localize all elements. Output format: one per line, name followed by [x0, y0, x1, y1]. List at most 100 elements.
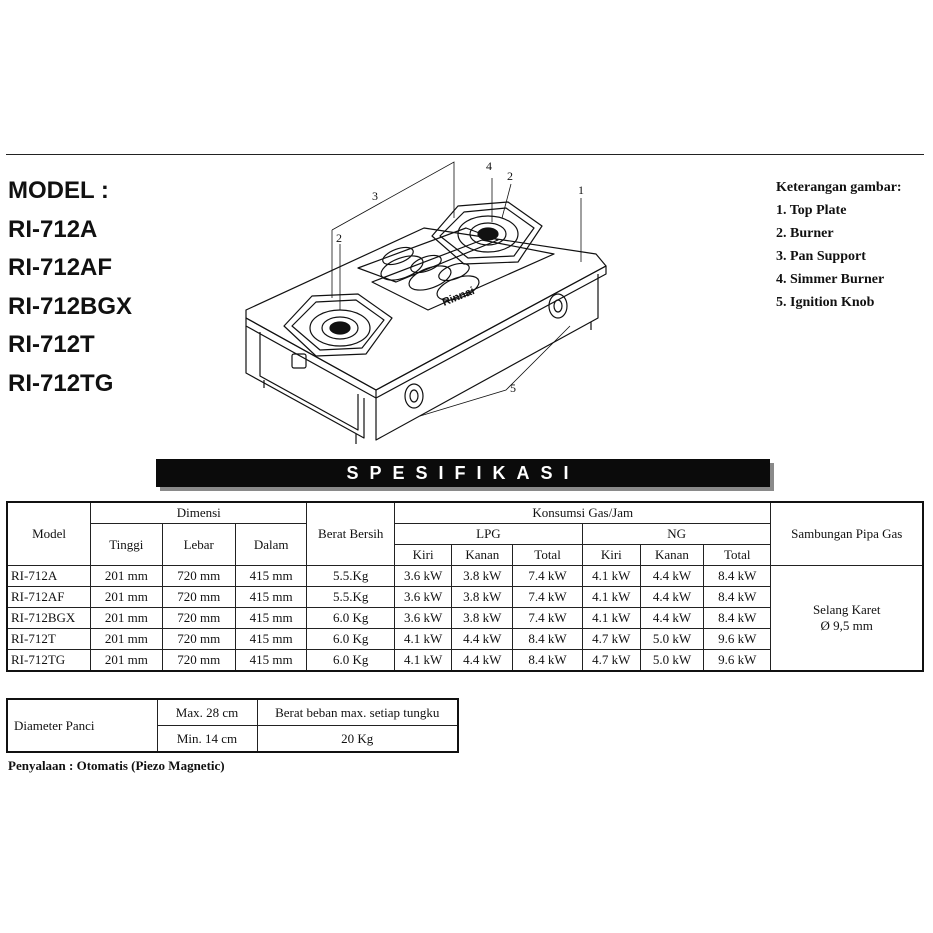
legend-item: 5. Ignition Knob: [776, 295, 875, 310]
legend-item: 4. Simmer Burner: [776, 272, 885, 287]
table-cell: 4.4 kW: [451, 628, 514, 650]
load-value: 20 Kg: [256, 725, 459, 753]
table-cell: 415 mm: [234, 649, 308, 672]
table-cell: 5.5.Kg: [306, 565, 396, 587]
table-row: RI-712AF 201 mm 720 mm 415 mm 5.5.Kg 3.6…: [6, 586, 923, 608]
table-cell: 9.6 kW: [703, 628, 772, 650]
ignition-note: Penyalaan : Otomatis (Piezo Magnetic): [8, 758, 225, 773]
header-sambungan: Sambungan Pipa Gas: [770, 501, 924, 566]
table-cell: 8.4 kW: [703, 565, 772, 587]
header-tinggi: Tinggi: [90, 523, 163, 566]
table-cell: RI-712TG: [6, 649, 92, 672]
table-cell: 5.0 kW: [639, 628, 705, 650]
table-cell: 9.6 kW: [703, 649, 772, 672]
legend-item: 2. Burner: [776, 226, 834, 241]
model-name: RI-712TG: [8, 369, 114, 397]
pan-min: Min. 14 cm: [156, 725, 258, 753]
model-name: RI-712BGX: [8, 292, 133, 320]
table-cell: 201 mm: [90, 628, 163, 650]
header-model: Model: [6, 501, 92, 566]
table-cell: 4.7 kW: [581, 628, 641, 650]
spec-title-banner: SPESIFIKASI: [156, 459, 770, 487]
table-cell: RI-712T: [6, 628, 92, 650]
table-cell: 720 mm: [161, 586, 236, 608]
callout-label: 2: [507, 169, 513, 183]
table-cell: 415 mm: [234, 628, 308, 650]
table-cell: 3.6 kW: [394, 607, 453, 629]
sambungan-line1: Selang Karet: [812, 602, 881, 617]
table-cell: 4.4 kW: [639, 607, 705, 629]
table-cell: 4.4 kW: [639, 586, 705, 608]
sambungan-cell: Selang Karet Ø 9,5 mm: [770, 565, 924, 672]
callout-label: 3: [372, 189, 378, 203]
model-list: MODEL : RI-712A RI-712AF RI-712BGX RI-71…: [8, 172, 132, 403]
table-cell: RI-712A: [6, 565, 92, 587]
header-lpg-kiri: Kiri: [394, 544, 453, 566]
pan-table: Diameter Panci Max. 28 cm Berat beban ma…: [6, 698, 459, 753]
sambungan-line2: Ø 9,5 mm: [820, 618, 873, 633]
table-cell: 8.4 kW: [512, 649, 583, 672]
header-dimensi: Dimensi: [90, 501, 308, 524]
model-name: RI-712A: [8, 215, 98, 243]
model-heading: MODEL :: [8, 177, 109, 204]
pan-diameter-label: Diameter Panci: [6, 698, 158, 753]
table-cell: RI-712BGX: [6, 607, 92, 629]
table-cell: 5.5.Kg: [306, 586, 396, 608]
legend-item: 1. Top Plate: [776, 203, 847, 218]
header-ng-kanan: Kanan: [639, 544, 705, 566]
table-cell: 415 mm: [234, 607, 308, 629]
header-ng-kiri: Kiri: [581, 544, 641, 566]
stove-diagram: Rinnai 3 2 4 2 1 5: [245, 159, 607, 444]
table-cell: 720 mm: [161, 607, 236, 629]
table-cell: 201 mm: [90, 565, 163, 587]
table-cell: 8.4 kW: [512, 628, 583, 650]
callout-label: 1: [578, 183, 584, 197]
table-cell: 7.4 kW: [512, 607, 583, 629]
table-row: RI-712TG 201 mm 720 mm 415 mm 6.0 Kg 4.1…: [6, 649, 923, 672]
table-cell: 4.1 kW: [581, 565, 641, 587]
header-lebar: Lebar: [161, 523, 236, 566]
table-cell: 7.4 kW: [512, 586, 583, 608]
table-cell: 4.1 kW: [581, 607, 641, 629]
header-konsumsi: Konsumsi Gas/Jam: [394, 501, 772, 524]
table-cell: 4.1 kW: [394, 649, 453, 672]
header-berat: Berat Bersih: [306, 501, 396, 566]
model-name: RI-712AF: [8, 254, 113, 281]
table-cell: 4.4 kW: [639, 565, 705, 587]
table-cell: 720 mm: [161, 628, 236, 650]
table-cell: 3.8 kW: [451, 586, 514, 608]
table-cell: 4.7 kW: [581, 649, 641, 672]
spec-table: Model Dimensi Berat Bersih Konsumsi Gas/…: [6, 501, 924, 672]
header-lpg: LPG: [394, 523, 583, 545]
diagram-legend: Keterangan gambar: 1. Top Plate 2. Burne…: [776, 176, 902, 314]
header-dalam: Dalam: [234, 523, 308, 566]
legend-item: 3. Pan Support: [776, 249, 866, 264]
pan-max: Max. 28 cm: [156, 698, 258, 726]
table-cell: 201 mm: [90, 649, 163, 672]
table-cell: 415 mm: [234, 586, 308, 608]
header-ng: NG: [581, 523, 772, 545]
load-label: Berat beban max. setiap tungku: [256, 698, 459, 726]
header-lpg-kanan: Kanan: [451, 544, 514, 566]
header-ng-total: Total: [703, 544, 772, 566]
table-cell: 6.0 Kg: [306, 649, 396, 672]
header-lpg-total: Total: [512, 544, 583, 566]
table-cell: 8.4 kW: [703, 607, 772, 629]
callout-label: 4: [486, 159, 492, 173]
table-cell: 720 mm: [161, 649, 236, 672]
table-cell: 415 mm: [234, 565, 308, 587]
table-cell: 201 mm: [90, 586, 163, 608]
table-cell: RI-712AF: [6, 586, 92, 608]
table-cell: 3.6 kW: [394, 565, 453, 587]
table-row: RI-712T 201 mm 720 mm 415 mm 6.0 Kg 4.1 …: [6, 628, 923, 650]
table-row: RI-712A 201 mm 720 mm 415 mm 5.5.Kg 3.6 …: [6, 565, 924, 672]
table-cell: 4.4 kW: [451, 649, 514, 672]
callout-label: 2: [336, 231, 342, 245]
table-row: RI-712BGX 201 mm 720 mm 415 mm 6.0 Kg 3.…: [6, 607, 923, 629]
table-cell: 4.1 kW: [581, 586, 641, 608]
table-cell: 5.0 kW: [639, 649, 705, 672]
table-cell: 6.0 Kg: [306, 628, 396, 650]
table-cell: 6.0 Kg: [306, 607, 396, 629]
legend-title: Keterangan gambar:: [776, 180, 902, 195]
brand-label: Rinnai: [441, 285, 477, 309]
